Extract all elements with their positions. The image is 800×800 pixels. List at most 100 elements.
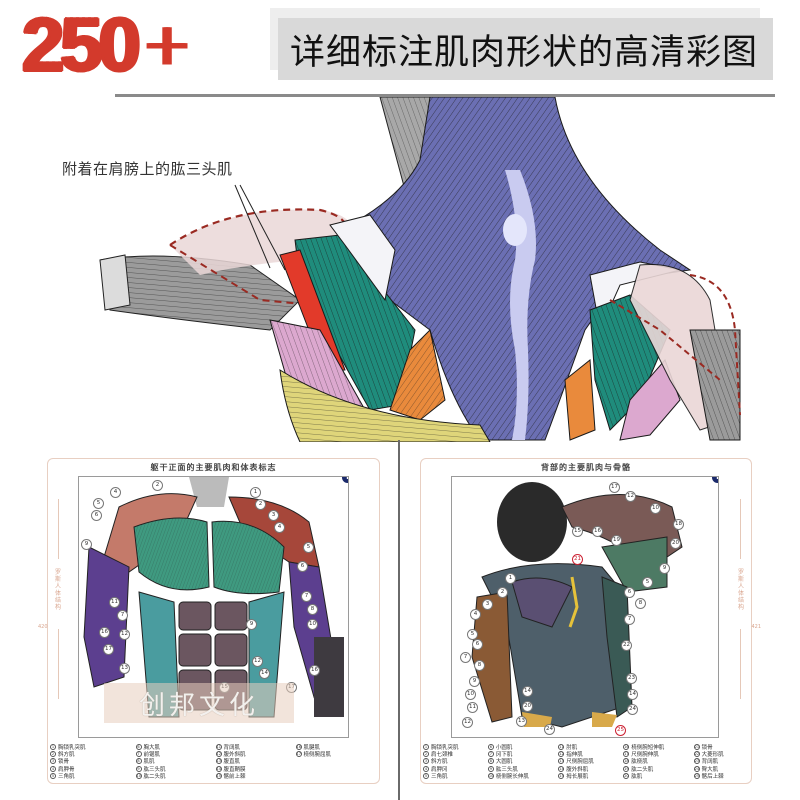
callout-marker: 10 <box>650 503 661 514</box>
header-divider <box>115 94 775 97</box>
callout-marker: 12 <box>625 491 636 502</box>
legend-label: 腹外斜肌 <box>223 752 246 759</box>
callout-marker: 7 <box>460 652 471 663</box>
number-circle-icon: 14 <box>215 765 222 772</box>
callout-marker: 17 <box>103 644 114 655</box>
number-circle-icon: 8 <box>487 758 494 765</box>
number-circle-icon: 7 <box>487 751 494 758</box>
legend-label: 肱肌 <box>631 774 643 781</box>
callout-marker: 13 <box>119 663 130 674</box>
back-muscle-illustration <box>0 96 800 443</box>
legend-label: 髂后上棘 <box>701 774 724 781</box>
number-circle-icon: 16 <box>295 743 302 750</box>
callout-marker: 2 <box>152 480 163 491</box>
legend-label: 肩胛冈 <box>431 766 448 773</box>
legend-label: 肌肌 <box>143 759 155 766</box>
legend-label: 尺侧腕屈肌 <box>566 759 594 766</box>
callout-marker: 6 <box>624 587 635 598</box>
count-badge: 250+ <box>21 7 189 85</box>
number-circle-icon: 6 <box>135 743 142 750</box>
number-circle-icon: 1 <box>50 743 56 750</box>
number-circle-icon: 21 <box>693 743 700 750</box>
number-circle-icon: 2 <box>50 751 56 758</box>
callout-marker: 21 <box>572 554 583 565</box>
callout-marker: 9 <box>246 619 257 630</box>
right-side-label: 罗斯人体结构 <box>737 569 744 611</box>
info-icon[interactable]: i <box>712 477 718 483</box>
callout-marker: 5 <box>303 542 314 553</box>
callout-marker: 1 <box>250 487 261 498</box>
callout-marker: 23 <box>626 673 637 684</box>
number-circle-icon: 11 <box>558 743 565 750</box>
callout-marker: 6 <box>472 639 483 650</box>
triceps-annotation: 附着在肩膀上的肱三头肌 <box>62 160 233 178</box>
number-circle-icon: 2 <box>423 751 429 758</box>
callout-marker: 2 <box>255 499 266 510</box>
callout-marker: 9 <box>81 539 92 550</box>
side-rule <box>58 499 59 559</box>
torso-front-drawing <box>83 477 344 718</box>
legend-label: 肌腱肌 <box>303 744 321 751</box>
number-circle-icon: 15 <box>558 773 565 780</box>
callout-marker: 3 <box>482 599 493 610</box>
callout-marker: 8 <box>474 660 485 671</box>
legend-label: 腹外斜肌 <box>566 766 589 773</box>
anatomy-drawing <box>99 96 741 443</box>
legend-label: 前锯肌 <box>143 752 161 759</box>
callout-marker: 22 <box>621 640 632 651</box>
legend-label: 斜方肌 <box>431 759 448 766</box>
info-icon[interactable]: i <box>342 477 348 483</box>
callout-marker: 4 <box>470 609 481 620</box>
number-circle-icon: 17 <box>295 751 302 758</box>
watermark: 创邦文化 <box>104 683 294 723</box>
count-number: 250 <box>21 3 142 88</box>
number-circle-icon: 3 <box>423 758 429 765</box>
number-circle-icon: 1 <box>423 743 429 750</box>
callout-marker: 9 <box>469 676 480 687</box>
legend-label: 桡侧腕屈肌 <box>303 752 332 759</box>
legend-label: 大圆肌 <box>495 759 513 766</box>
side-rule <box>740 499 741 559</box>
callout-marker: 14 <box>522 686 533 697</box>
callout-marker: 20 <box>670 538 681 549</box>
plus-sign: + <box>144 3 189 88</box>
right-page-number: 421 <box>751 624 761 630</box>
callout-marker: 7 <box>117 610 128 621</box>
legend-label: 桡侧腕短伸肌 <box>631 744 665 751</box>
callout-marker: 19 <box>611 535 622 546</box>
callout-marker: 3 <box>268 510 279 521</box>
left-page: 躯干正面的主要肌肉和体表标志 罗斯人体结构 420 <box>38 458 380 784</box>
legend-label: 肘肌 <box>566 744 578 751</box>
legend-label: 大菱形肌 <box>701 752 724 759</box>
number-circle-icon: 9 <box>487 765 494 772</box>
callout-marker: 14 <box>627 689 638 700</box>
book-spine <box>398 440 400 800</box>
left-page-title: 躯干正面的主要肌肉和体表标志 <box>150 463 277 472</box>
callout-marker: 15 <box>572 526 583 537</box>
callout-marker: 1 <box>505 573 516 584</box>
legend-label: 小圆肌 <box>495 744 513 751</box>
legend-label: 锁骨 <box>701 744 713 751</box>
number-circle-icon: 12 <box>558 751 565 758</box>
callout-marker: 24 <box>627 704 638 715</box>
callout-marker: 6 <box>91 510 102 521</box>
callout-marker: 17 <box>609 482 620 493</box>
callout-marker: 25 <box>615 725 626 736</box>
number-circle-icon: 16 <box>623 743 630 750</box>
